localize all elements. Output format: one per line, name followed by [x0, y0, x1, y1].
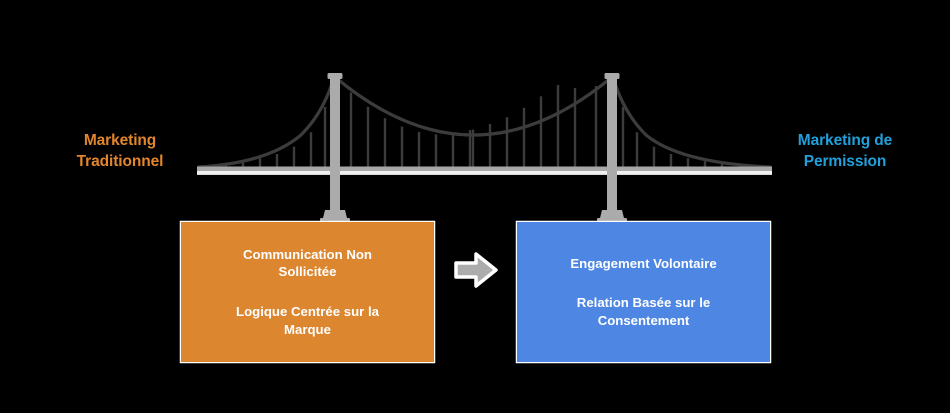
right-box-line-2: Relation Basée sur le Consentement — [576, 295, 711, 328]
bridge-tower-right — [597, 73, 627, 223]
left-box-line-1: Communication Non Sollicitée — [243, 246, 372, 280]
label-marketing-permission: Marketing de Permission — [797, 132, 893, 171]
right-arrow-icon — [454, 252, 498, 288]
bridge-tower-left — [320, 73, 350, 223]
label-marketing-traditionnel: Marketing Traditionnel — [76, 132, 164, 171]
left-box-line-2: Logique Centrée sur la Marque — [236, 304, 379, 337]
right-box-line-1: Engagement Volontaire — [570, 255, 717, 271]
box-marketing-permission: Engagement Volontaire Relation Basée sur… — [517, 222, 770, 362]
bridge-hangers — [224, 85, 724, 167]
bridge-deck — [197, 166, 772, 175]
bridge-main-cables — [197, 75, 772, 169]
box-marketing-traditionnel: Communication Non Sollicitée Logique Cen… — [181, 222, 434, 362]
